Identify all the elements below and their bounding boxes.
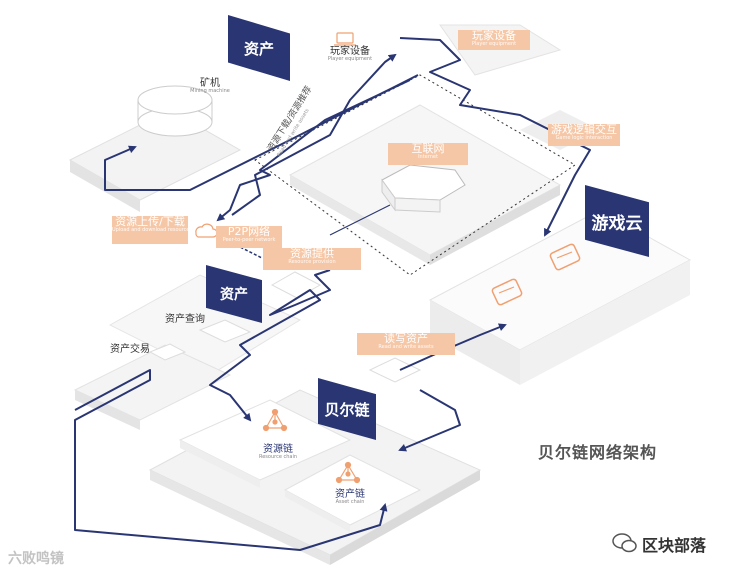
label-game-logic-en: Game logic interaction	[555, 135, 613, 142]
label-internet-zh: 互联网	[411, 142, 445, 155]
label-game-logic: 游戏逻辑交互 Game logic interaction	[548, 123, 620, 146]
label-asset-query-zh: 资产查询	[165, 314, 205, 325]
flow-line-trade-loop	[74, 369, 388, 551]
label-resource-chain-en: Resource chain	[258, 454, 298, 460]
label-resource-chain-zh: 资源链	[263, 444, 293, 455]
label-internet-en: Internet	[418, 154, 438, 161]
flow-line-read-write-to-bell	[398, 389, 461, 452]
flag-asset-top-label: 资产	[243, 39, 274, 58]
read-write-block	[368, 357, 422, 383]
flow-line-p2p-to-player	[231, 53, 397, 216]
mining-machine-icon	[137, 85, 213, 137]
label-p2p-zh: P2P网络	[227, 225, 271, 238]
server-icon	[491, 278, 523, 306]
label-p2p: P2P网络 Peer-to-peer network	[216, 225, 282, 248]
label-resource-provide-zh: 资源提供	[290, 247, 334, 260]
label-resource-provide: 资源提供 Resource provision	[263, 247, 361, 270]
flow-line-download-to-p2p	[216, 79, 411, 222]
asset-chain-network-icon	[335, 461, 361, 484]
label-asset-chain-zh: 资产链	[335, 489, 365, 500]
label-player-equipment-tag-zh: 玩家设备	[472, 29, 516, 42]
server-icon	[549, 243, 581, 271]
internet-block-icon	[381, 164, 466, 213]
flag-asset-mid-label: 资产	[220, 287, 248, 303]
label-upload-download: 资源上传/下载 Upload and download resources	[112, 215, 193, 244]
label-player-equipment-tag-en: Player equipment	[471, 41, 517, 48]
player-device-icon	[334, 32, 356, 46]
flow-line-asset-to-resource-chain	[209, 269, 331, 422]
flow-line-player-to-game-logic	[399, 37, 591, 237]
label-miner-en: Mining machine	[190, 88, 230, 94]
diagram-title: 贝尔链网络架构	[538, 443, 658, 462]
label-read-write: 读写资产 Read and write assets	[357, 332, 455, 355]
label-player-equipment-en: Player equipment	[327, 56, 373, 62]
platform-asset-chain	[283, 454, 422, 532]
label-internet: 互联网 Internet	[388, 142, 468, 165]
resource-chain-network-icon	[262, 408, 288, 432]
label-read-write-en: Read and write assets	[378, 344, 434, 351]
label-game-logic-zh: 游戏逻辑交互	[551, 123, 617, 136]
label-miner-zh: 矿机	[200, 78, 220, 89]
cloud-icon	[195, 223, 218, 238]
label-asset-query: 资产查询	[155, 314, 215, 325]
label-player-equipment-zh: 玩家设备	[330, 46, 370, 57]
label-read-write-zh: 读写资产	[384, 332, 428, 345]
label-asset-chain: 资产链 Asset chain	[322, 489, 378, 506]
asset-trade-block	[148, 343, 187, 361]
internet-link	[329, 204, 391, 236]
label-player-equipment: 玩家设备 Player equipment	[318, 46, 382, 63]
label-asset-trade-zh: 资产交易	[110, 344, 150, 355]
platform-resource-chain	[178, 399, 352, 488]
flow-line-player-to-miner	[104, 74, 419, 191]
diagonal-flow-label: 资源下载/资源推荐 Read and write assets	[264, 84, 314, 158]
label-asset-chain-en: Asset chain	[335, 499, 365, 505]
label-upload-download-en: Upload and download resources	[112, 227, 193, 234]
flow-line-game-to-read-write	[399, 323, 507, 371]
label-asset-trade: 资产交易	[100, 344, 160, 355]
label-p2p-en: Peer-to-peer network	[222, 237, 276, 244]
label-resource-chain: 资源链 Resource chain	[250, 444, 306, 461]
label-miner: 矿机 Mining machine	[180, 78, 240, 95]
watermark-right-text: 区块部落	[642, 536, 707, 555]
watermark-left: 六败鸣镜	[8, 548, 64, 568]
label-upload-download-zh: 资源上传/下载	[115, 215, 185, 228]
asset-query-block	[198, 319, 252, 343]
flag-game-cloud-label: 游戏云	[591, 213, 643, 234]
label-resource-provide-en: Resource provision	[288, 259, 336, 266]
wechat-icon	[612, 533, 637, 553]
watermark-left-text: 六败鸣镜	[8, 551, 64, 567]
flag-bell-chain-label: 贝尔链	[324, 400, 370, 419]
label-player-equipment-tag: 玩家设备 Player equipment	[458, 29, 530, 50]
watermark-right: 区块部落	[612, 532, 706, 558]
